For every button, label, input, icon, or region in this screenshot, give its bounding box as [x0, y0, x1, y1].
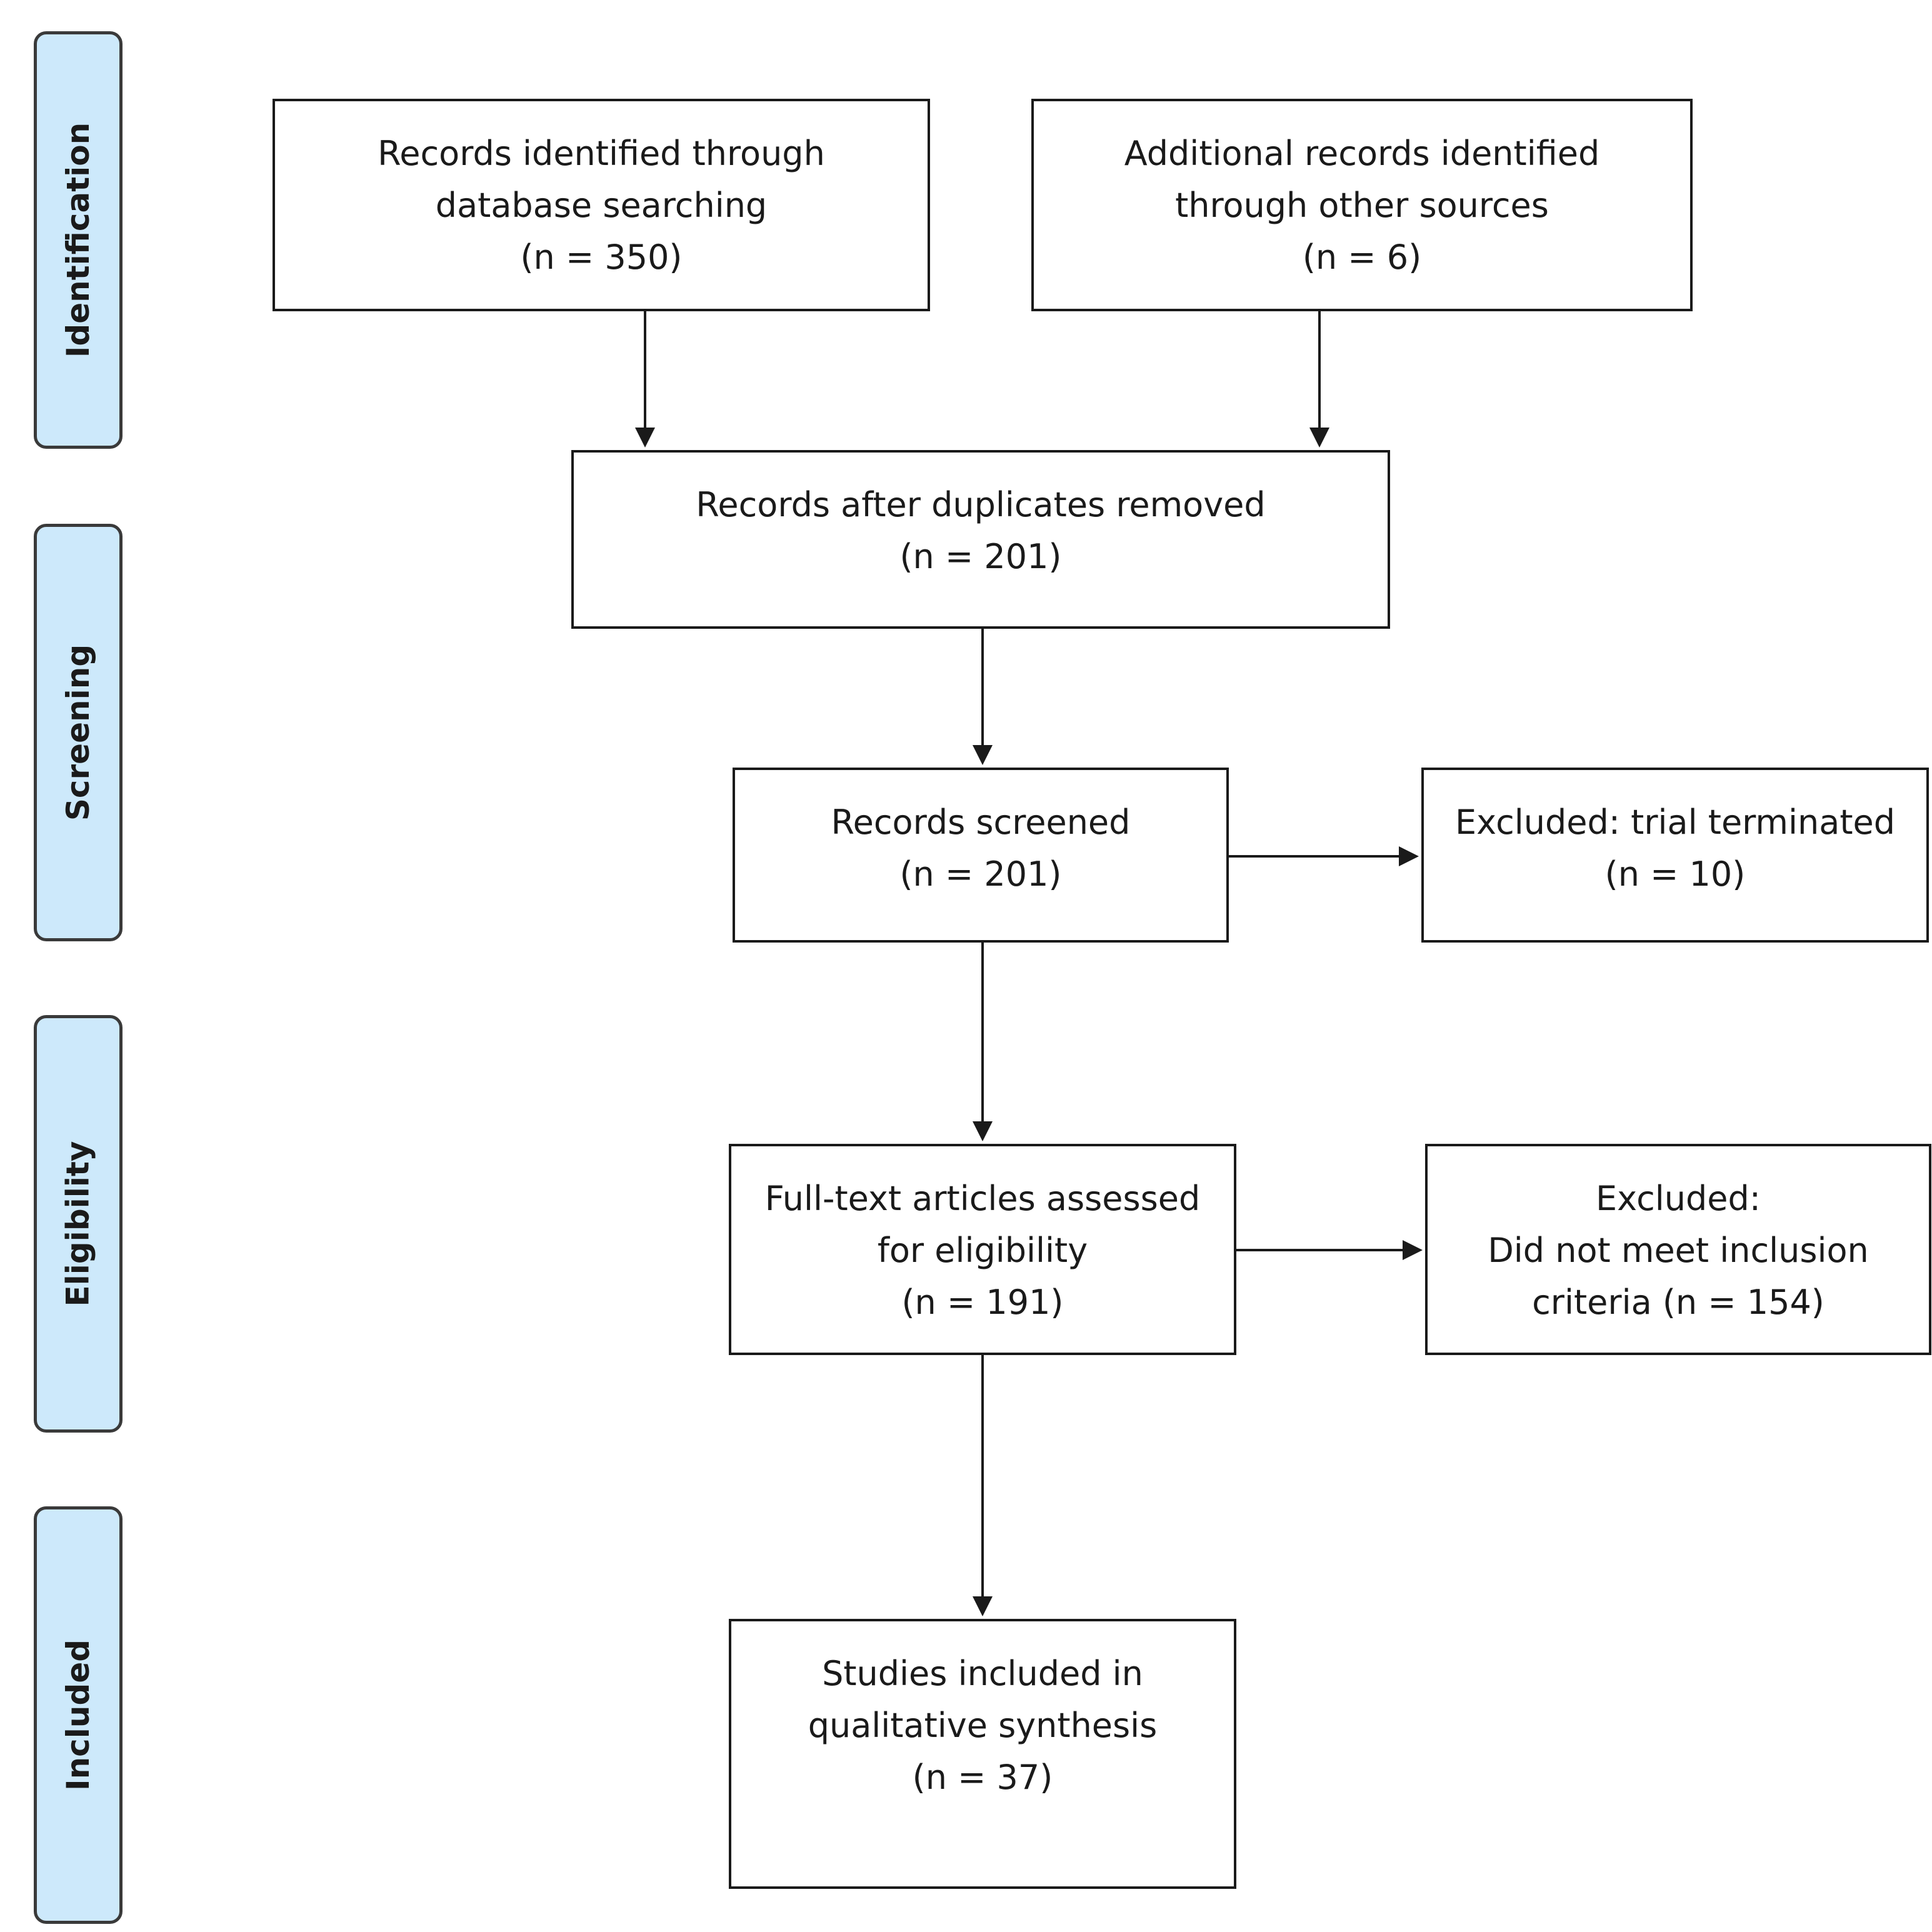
box-text-line: Records after duplicates removed — [696, 485, 1266, 524]
box-count: (n = 6) — [1302, 238, 1422, 277]
box-text-line: Studies included in — [822, 1654, 1143, 1693]
box-text-line: Records screened — [831, 803, 1131, 842]
stage-included-label: Included — [60, 1639, 97, 1791]
box-text-line: Full-text articles assessed — [764, 1179, 1201, 1218]
box-full-text-assessed: Full-text articles assessed for eligibil… — [729, 1144, 1236, 1355]
stage-screening-label: Screening — [60, 644, 97, 821]
stage-included: Included — [34, 1506, 123, 1924]
box-count: (n = 201) — [899, 537, 1062, 576]
box-text-line: through other sources — [1175, 186, 1549, 225]
box-deduplicated-records: Records after duplicates removed (n = 20… — [571, 450, 1390, 629]
stage-eligibility: Eligibility — [34, 1015, 123, 1433]
stage-screening: Screening — [34, 524, 123, 941]
stage-eligibility-label: Eligibility — [60, 1141, 97, 1307]
box-text-line: Excluded: — [1595, 1179, 1761, 1218]
box-database-records: Records identified through database sear… — [273, 99, 930, 311]
box-text-line: Excluded: trial terminated — [1454, 803, 1896, 842]
box-text-line: Records identified through — [378, 134, 825, 173]
box-excluded-trial-terminated: Excluded: trial terminated (n = 10) — [1421, 768, 1929, 943]
box-text-line: Did not meet inclusion — [1488, 1231, 1869, 1270]
box-count: (n = 37) — [912, 1758, 1053, 1797]
box-text-line: database searching — [435, 186, 768, 225]
box-text-line: criteria (n = 154) — [1532, 1283, 1824, 1322]
box-excluded-inclusion-criteria: Excluded: Did not meet inclusion criteri… — [1425, 1144, 1931, 1355]
box-count: (n = 10) — [1604, 854, 1746, 894]
box-text-line: Additional records identified — [1124, 134, 1600, 173]
stage-identification: Identification — [34, 31, 123, 449]
stage-identification-label: Identification — [60, 122, 96, 358]
box-text-line: for eligibility — [877, 1231, 1088, 1270]
box-count: (n = 201) — [899, 854, 1062, 894]
box-studies-included: Studies included in qualitative synthesi… — [729, 1619, 1236, 1889]
box-count: (n = 191) — [901, 1283, 1064, 1322]
box-text-line: qualitative synthesis — [808, 1706, 1158, 1745]
box-records-screened: Records screened (n = 201) — [733, 768, 1229, 943]
box-count: (n = 350) — [520, 238, 683, 277]
box-other-sources-records: Additional records identified through ot… — [1031, 99, 1693, 311]
